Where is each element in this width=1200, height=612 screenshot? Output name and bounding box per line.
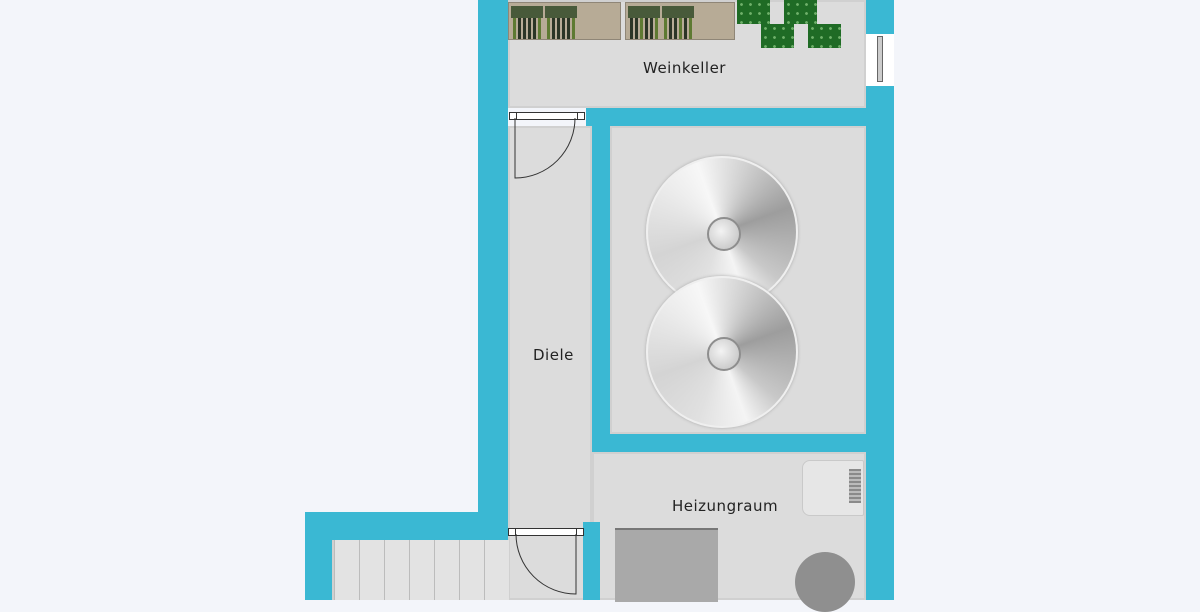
room-label-heizungraum: Heizungraum xyxy=(672,497,779,515)
staircase xyxy=(334,540,509,600)
window xyxy=(866,34,894,86)
tank-round-icon xyxy=(795,552,855,612)
door-swing-arc xyxy=(514,118,576,179)
wall-right xyxy=(866,86,894,600)
wall-tank-left xyxy=(592,108,610,452)
wall-stair-right xyxy=(583,522,600,600)
wine-rack-1 xyxy=(508,2,621,40)
plant-icon xyxy=(808,24,841,48)
plant-icon xyxy=(784,0,817,24)
wine-rack-2 xyxy=(625,2,735,40)
boiler-unit xyxy=(615,528,718,602)
wall-stair-top xyxy=(305,512,508,540)
wall-weinkeller-bottom xyxy=(586,108,866,126)
room-label-weinkeller: Weinkeller xyxy=(643,59,726,77)
door-swing-arc xyxy=(515,534,577,595)
door-diele-top[interactable] xyxy=(509,112,585,120)
water-heater-unit xyxy=(802,460,864,516)
diele-floor xyxy=(508,126,592,600)
tank-icon xyxy=(646,276,798,428)
room-label-diele: Diele xyxy=(533,346,574,364)
door-stair[interactable] xyxy=(508,528,584,536)
wall-tank-bottom xyxy=(592,434,866,452)
plant-icon xyxy=(761,24,794,48)
plant-icon xyxy=(737,0,770,24)
wall-right-top xyxy=(866,0,894,34)
wall-left xyxy=(478,0,508,512)
wall-stair-left xyxy=(305,512,332,600)
